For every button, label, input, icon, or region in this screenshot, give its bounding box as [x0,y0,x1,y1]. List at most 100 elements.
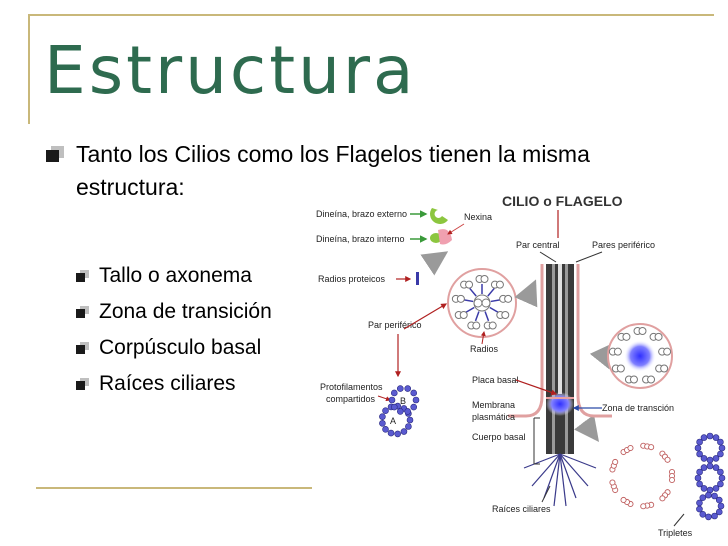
spoke [484,311,490,322]
triplet-tube [620,496,627,504]
protofilament [390,389,398,397]
protofilament [404,408,412,415]
protofilament [711,512,718,520]
root-fiber [553,453,561,507]
protofilament [700,464,708,471]
protofilament [706,432,714,440]
nexin-link-icon [438,229,452,245]
protofilament [712,434,720,441]
root-fiber [543,453,561,499]
protofilament [388,396,396,404]
label-nexina: Nexina [464,212,492,222]
protofilament [387,429,395,437]
microtubule [629,375,638,384]
microtubule [501,311,510,319]
protofilament [706,456,714,464]
protofilament [717,468,724,476]
square-bullet-icon [76,342,89,354]
slide-title: Estructura [44,32,417,109]
protofilament [699,511,707,518]
protofilament [694,444,702,452]
sub-bullet-text: Zona de transición [99,300,272,323]
list-item: Raíces ciliares [76,366,272,402]
sub-bullet-list: Tallo o axonema Zona de transición Corpú… [76,258,272,402]
protofilament [718,444,726,452]
frame-top-rule [28,14,714,16]
protofilament [706,462,714,470]
protofilament [696,438,703,446]
root-fiber [559,453,589,487]
protofilament [410,389,418,397]
square-bullet-icon [46,146,64,162]
microtubule [480,275,489,283]
label-protofilamentos: Protofilamentos [320,382,383,392]
triplet-tube [640,503,647,510]
protofilament [700,434,708,441]
protofilament [718,474,726,482]
label-radios: Radios [470,344,499,354]
triplet-tube [648,444,655,451]
square-bullet-icon [76,270,89,282]
triplet-tube [612,458,619,466]
protofilament [715,508,723,516]
protofilament [696,499,703,507]
microtubule [488,321,497,330]
triplet-tube [668,476,676,484]
protofilament [705,491,712,499]
label-plasmatica: plasmática [472,412,515,422]
transition-zone-cross-section [607,323,673,389]
label-placa-basal: Placa basal [472,375,519,385]
dynein-outer-arm-icon [430,208,448,224]
protofilament [696,450,703,458]
spoke [469,287,477,297]
protofilament [410,403,418,411]
protofilament [715,496,723,504]
protofilament [412,396,420,404]
protofilament [696,468,703,476]
label-par-central: Par central [516,240,560,250]
microtubule [504,294,513,303]
root-fiber [559,453,567,507]
root-fiber [559,453,577,499]
label-a: A [390,416,396,426]
triplet-tube [609,479,616,486]
label-tripletes: Tripletes [658,528,693,538]
list-item: Tallo o axonema [76,258,272,294]
label-membrana: Membrana [472,400,515,410]
label-compartidos: compartidos [326,394,376,404]
protofilament [379,413,386,420]
label-zona-transicion: Zona de transción [602,403,674,413]
protofilament [382,425,389,433]
protofilament [717,502,725,510]
sub-bullet-text: Raíces ciliares [99,372,236,395]
label-dineina-interno: Dineína, brazo interno [316,234,405,244]
label-pares-perifericos: Pares periférico [592,240,655,250]
spoke [490,298,501,303]
microtubule [663,347,672,356]
triplet-detail [694,432,726,521]
protofilament [390,403,398,411]
root-fiber [523,453,561,469]
microtubule [456,294,465,303]
main-bullet-text: Tanto los Cilios como los Flagelos tiene… [76,141,590,200]
frame-left-rule [28,14,30,124]
protofilament [712,455,720,462]
protofilament [705,513,712,521]
microtubule [613,347,622,356]
basal-body-triplets [609,442,676,510]
microtubule [459,311,468,319]
spoke [465,306,475,314]
protofilament [405,423,412,430]
microtubule [638,327,647,335]
protofilament [400,428,408,435]
diagram-heading: CILIO o FLAGELO [502,193,623,209]
protofilament [694,474,702,482]
square-bullet-icon [76,378,89,390]
protofilament [711,492,718,500]
spoke [474,311,480,322]
radial-spoke-icon [416,272,419,285]
protofilament [406,416,414,424]
sub-bullet-text: Corpúsculo basal [99,336,262,359]
protofilament [712,485,720,492]
label-dineina-externo: Dineína, brazo externo [316,209,407,219]
